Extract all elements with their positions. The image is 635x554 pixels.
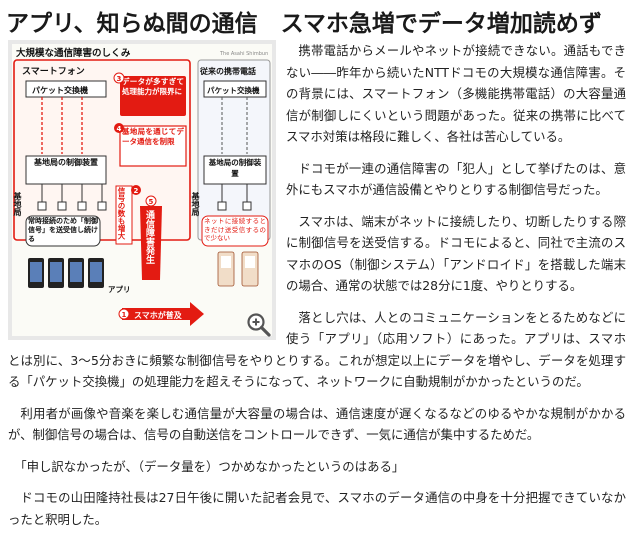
callout-2-box — [115, 185, 133, 245]
callout-3-text: データが多すぎて処理能力が限界に — [122, 77, 184, 96]
paragraph: 利用者が画像や音楽を楽しむ通信量が大容量の場合は、通信速度が遅くなるなどのゆるや… — [8, 405, 626, 443]
headline: アプリ、知らぬ間の通信 スマホ急増でデータ増加読めず — [6, 11, 602, 37]
packet-switch-left-label: パケット交換機 — [32, 85, 88, 95]
diagram-title: 大規模な通信障害のしくみ — [16, 47, 131, 59]
note-left-text: 常時接続のため「制御信号」を送受信し続ける — [28, 217, 98, 243]
antenna-row-right — [217, 184, 252, 211]
callout-4-box — [119, 125, 187, 167]
step-1-number: 1 — [122, 311, 127, 319]
callout-1-arrow — [122, 302, 204, 326]
step-1-badge — [118, 308, 130, 320]
legacy-label: 従来の携帯電話 — [199, 66, 256, 76]
article-body: 大規模な通信障害のしくみ The Asahi Shimbun スマートフォン 従… — [8, 40, 626, 540]
network-diagram: 大規模な通信障害のしくみ The Asahi Shimbun スマートフォン 従… — [12, 44, 272, 336]
step-3-number: 3 — [117, 75, 122, 83]
base-station-left-label: 基地局 — [13, 192, 22, 216]
packet-switch-left — [25, 80, 107, 98]
step-2-number: 2 — [134, 187, 139, 195]
paragraph: 落とし穴は、人とのコミュニケーションをとるためなどに使う「アプリ」（応用ソフト）… — [8, 309, 626, 390]
zoom-button[interactable] — [242, 308, 271, 337]
legacy-phone-group — [217, 251, 259, 287]
step-3-badge — [113, 72, 125, 84]
paragraph: 携帯電話からメールやネットが接続できない。通話もできない――昨年から続いたNTT… — [286, 43, 626, 144]
callout-3-box — [120, 76, 186, 116]
step-2-badge — [131, 185, 141, 195]
antenna-row-left — [37, 184, 107, 211]
callout-5-box — [140, 206, 162, 280]
packet-switch-right-label: パケット交換機 — [207, 85, 260, 95]
app-label: アプリ — [108, 284, 131, 294]
callout-2-text: 信号の数も増大 — [117, 187, 126, 240]
step-4-badge — [114, 123, 124, 133]
base-station-control-right — [203, 155, 267, 185]
base-station-control-left — [25, 155, 107, 185]
callout-4-text: 基地局を通じてデータ通信を制限 — [122, 127, 184, 146]
callout-1-text: スマホが普及 — [134, 310, 183, 320]
note-left-box — [25, 215, 101, 247]
base-station-right-label: 基地局 — [191, 192, 200, 216]
callout-5-text: 通信障害発生 — [144, 210, 154, 264]
note-right-text: ネットに接続するときだけ送受信するので少ない — [204, 217, 266, 242]
paragraph: スマホは、端末がネットに接続したり、切断したりする際に制御信号を送受信する。ドコ… — [286, 213, 626, 294]
quote-paragraph: 「申し訳なかったが、（データ量を）つかめなかったというのはある」 — [14, 458, 405, 474]
magnifier-plus-icon — [247, 313, 271, 337]
base-station-control-right-label: 基地局の制御装置 — [208, 158, 262, 178]
step-5-badge — [145, 195, 157, 207]
smartphone-label: スマートフォン — [22, 66, 85, 77]
note-right-box — [201, 215, 269, 247]
diagram-credit: The Asahi Shimbun — [219, 51, 268, 57]
diagram-figure: 大規模な通信障害のしくみ The Asahi Shimbun スマートフォン 従… — [8, 40, 276, 340]
smartphone-group — [28, 258, 104, 288]
step-5-number: 5 — [149, 198, 154, 206]
base-station-control-left-label: 基地局の制御装置 — [34, 158, 98, 167]
packet-switch-right — [203, 80, 267, 98]
paragraph: ドコモの山田隆持社長は27日午後に開いた記者会見で、スマホのデータ通信の中身を十… — [8, 490, 626, 527]
step-4-number: 4 — [117, 125, 122, 133]
paragraph: ドコモが一連の通信障害の「犯人」として挙げたのは、意外にもスマホが通信設備とやり… — [286, 160, 626, 198]
